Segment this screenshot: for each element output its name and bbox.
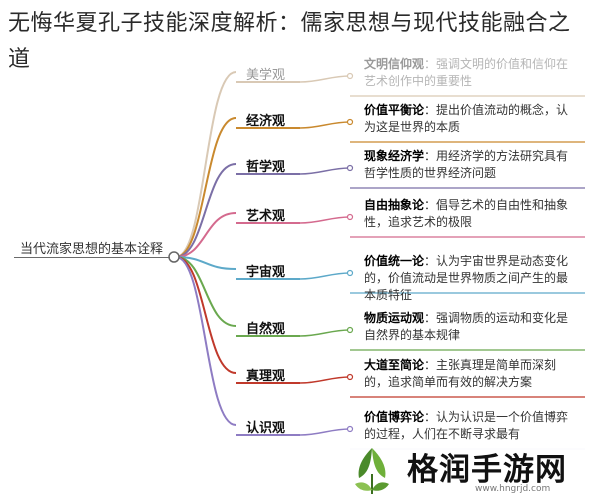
desc-connector <box>299 272 351 280</box>
branch-connector <box>175 71 237 258</box>
desc-connector <box>299 216 351 224</box>
branch-key: 自由抽象论 <box>364 198 425 212</box>
branch-description: 物质运动观：强调物质的运动和变化是自然界的基本规律 <box>364 310 579 344</box>
branch-node <box>346 213 354 221</box>
branch-topic: 经济观 <box>246 114 286 129</box>
branch-description: 自由抽象论：倡导艺术的自由性和抽象性，追求艺术的极限 <box>364 197 579 231</box>
branch-text: ：主张真理是简单而深刻的，追求简单而有效的解决方案 <box>364 358 557 389</box>
branch-key: 价值平衡论 <box>364 103 425 117</box>
branch-description: 大道至简论：主张真理是简单而深刻的，追求简单而有效的解决方案 <box>364 357 579 391</box>
branch-description: 现象经济学：用经济学的方法研究具有哲学性质的世界经济问题 <box>364 148 579 182</box>
branch-description: 价值博弈论：认为认识是一个价值博弈的过程，人们在不断寻求最有 <box>364 409 579 443</box>
desc-connector <box>299 121 351 129</box>
desc-connector <box>299 75 351 83</box>
desc-connector <box>299 167 351 175</box>
branch-key: 价值博弈论 <box>364 410 425 424</box>
branch-node <box>346 326 354 334</box>
branch-description: 价值平衡论：提出价值流动的概念，认为这是世界的本质 <box>364 102 579 136</box>
branch-connector <box>175 163 237 258</box>
root-label: 当代流家思想的基本诠释 <box>20 242 164 257</box>
branch-text: ：认为认识是一个价值博弈的过程，人们在不断寻求最有 <box>364 410 569 441</box>
branch-topic: 美学观 <box>246 68 286 83</box>
branch-text: ：强调物质的运动和变化是自然界的基本规律 <box>364 311 569 342</box>
branch-key: 文明信仰观 <box>364 57 425 71</box>
branch-text: ：强调文明的价值和信仰在艺术创作中的重要性 <box>364 57 569 88</box>
desc-connector <box>299 376 351 384</box>
branch-text: ：用经济学的方法研究具有哲学性质的世界经济问题 <box>364 149 569 180</box>
watermark: 格润手游网 www.hngrjd.com <box>325 440 590 500</box>
branch-node <box>346 72 354 80</box>
desc-connector <box>299 329 351 337</box>
branch-key: 大道至简论 <box>364 358 425 372</box>
branch-topic: 哲学观 <box>246 160 286 175</box>
branch-text: ：倡导艺术的自由性和抽象性，追求艺术的极限 <box>364 198 569 229</box>
branch-topic: 自然观 <box>246 322 286 337</box>
branch-key: 价值统一论 <box>364 254 425 268</box>
branch-node <box>346 373 354 381</box>
branch-connector <box>175 256 237 270</box>
branch-key: 现象经济学 <box>364 149 425 163</box>
watermark-logo-icon <box>355 448 389 494</box>
branch-node <box>346 269 354 277</box>
desc-connector <box>299 428 351 436</box>
branch-node <box>346 164 354 172</box>
branch-text: ：提出价值流动的概念，认为这是世界的本质 <box>364 103 569 134</box>
branch-topic: 艺术观 <box>246 209 286 224</box>
branch-key: 物质运动观 <box>364 311 425 325</box>
branch-connector <box>175 117 237 258</box>
branch-connector <box>175 256 237 374</box>
branch-topic: 宇宙观 <box>246 265 286 280</box>
watermark-text: 格润手游网 <box>407 452 567 488</box>
branch-node <box>346 425 354 433</box>
branch-topic: 认识观 <box>246 421 286 436</box>
hub-node <box>168 251 180 263</box>
branch-topic: 真理观 <box>246 369 286 384</box>
branch-text: ：认为宇宙世界是动态变化的，价值流动是世界物质之间产生的最本质特征 <box>364 254 569 302</box>
branch-connector <box>175 212 237 258</box>
watermark-url: www.hngrjd.com <box>475 484 551 494</box>
branch-description: 价值统一论：认为宇宙世界是动态变化的，价值流动是世界物质之间产生的最本质特征 <box>364 253 579 304</box>
branch-node <box>346 118 354 126</box>
branch-connector <box>175 256 237 426</box>
branch-description: 文明信仰观：强调文明的价值和信仰在艺术创作中的重要性 <box>364 56 579 90</box>
page-title: 无悔华夏孔子技能深度解析：儒家思想与现代技能融合之道 <box>8 11 571 72</box>
root-underline <box>14 257 170 258</box>
